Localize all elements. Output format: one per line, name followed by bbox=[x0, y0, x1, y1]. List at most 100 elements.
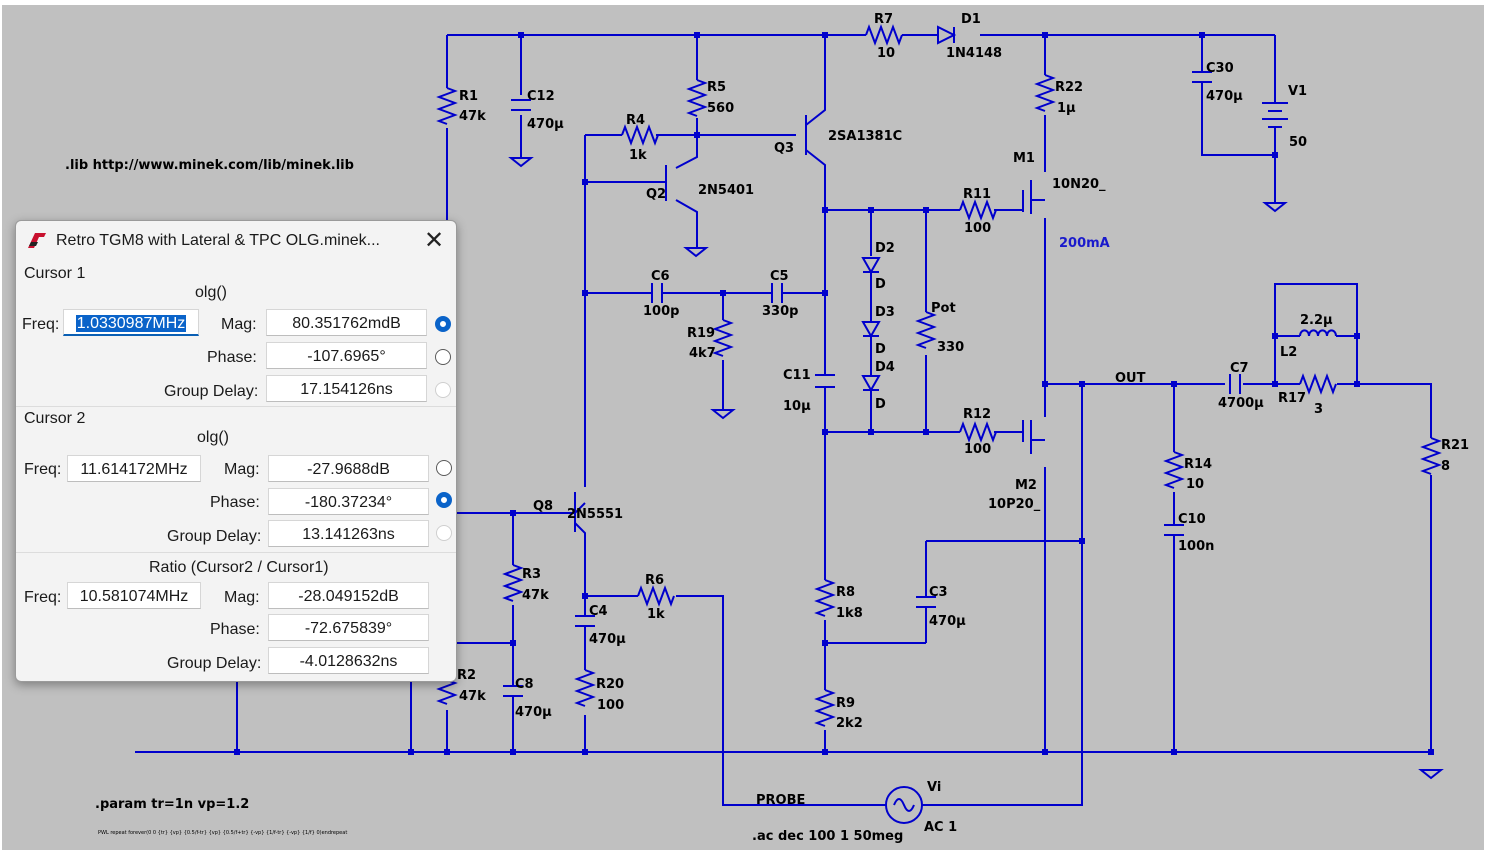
ground-symbols bbox=[508, 157, 1444, 780]
label-r6-value: 1k bbox=[647, 607, 665, 622]
label-c30-ref: C30 bbox=[1206, 61, 1234, 76]
label-d2-ref: D2 bbox=[875, 241, 895, 256]
schematic-wires bbox=[135, 34, 1432, 806]
label-c3-value: 470µ bbox=[929, 614, 966, 629]
cursor1-freq-field[interactable]: 1.0330987MHz bbox=[63, 309, 199, 336]
cursor2-mag-label: Mag: bbox=[224, 461, 260, 478]
cursor-values-dialog: Retro TGM8 with Lateral & TPC OLG.minek.… bbox=[15, 220, 457, 682]
label-r8-value: 1k8 bbox=[836, 606, 863, 621]
cursor2-freq-label: Freq: bbox=[24, 461, 62, 478]
label-r8-ref: R8 bbox=[836, 585, 855, 600]
label-q2-value: 2N5401 bbox=[698, 183, 754, 198]
cursor1-mag-radio[interactable] bbox=[435, 316, 451, 332]
cursor1-section-label: Cursor 1 bbox=[24, 265, 86, 282]
ratio-freq-field[interactable]: 10.581074MHz bbox=[67, 582, 201, 609]
label-c10-ref: C10 bbox=[1178, 512, 1206, 527]
ratio-mag-field[interactable]: -28.049152dB bbox=[268, 582, 429, 609]
label-d3-ref: D3 bbox=[875, 305, 895, 320]
label-c11-value: 10µ bbox=[783, 399, 811, 414]
label-r1-ref: R1 bbox=[459, 89, 478, 104]
cursor2-group-delay-label: Group Delay: bbox=[167, 528, 262, 545]
cursor2-phase-field[interactable]: -180.37234° bbox=[268, 488, 429, 515]
ratio-section-label: Ratio (Cursor2 / Cursor1) bbox=[149, 559, 329, 576]
label-v1-ref: V1 bbox=[1288, 84, 1307, 99]
net-label-out: OUT bbox=[1115, 371, 1146, 386]
directive-ac: .ac dec 100 1 50meg bbox=[752, 829, 903, 844]
label-c30-value: 470µ bbox=[1206, 89, 1243, 104]
cursor1-phase-field[interactable]: -107.6965° bbox=[266, 342, 427, 369]
label-d2-value: D bbox=[875, 277, 886, 292]
label-l2-value: 2.2µ bbox=[1300, 313, 1333, 328]
ratio-freq-label: Freq: bbox=[24, 589, 62, 606]
label-vi-ref: Vi bbox=[927, 780, 941, 795]
label-r22-value: 1µ bbox=[1057, 101, 1076, 116]
label-c8-ref: C8 bbox=[515, 677, 534, 692]
label-d1-ref: D1 bbox=[961, 12, 981, 27]
cursor2-group-delay-field[interactable]: 13.141263ns bbox=[268, 520, 429, 547]
cursor2-mag-field[interactable]: -27.9688dB bbox=[268, 455, 429, 482]
label-r4-ref: R4 bbox=[626, 113, 645, 128]
label-r21-ref: R21 bbox=[1441, 438, 1469, 453]
cursor2-phase-radio[interactable] bbox=[436, 492, 452, 508]
label-c4-ref: C4 bbox=[589, 604, 608, 619]
ratio-group-delay-field[interactable]: -4.0128632ns bbox=[268, 647, 429, 674]
label-r14-ref: R14 bbox=[1184, 457, 1212, 472]
label-r17-value: 3 bbox=[1314, 402, 1323, 417]
label-c5-value: 330p bbox=[762, 304, 798, 319]
cursor1-group-delay-field[interactable]: 17.154126ns bbox=[266, 375, 427, 402]
label-m1-value: 10N20_ bbox=[1052, 177, 1106, 192]
label-d4-ref: D4 bbox=[875, 360, 895, 375]
label-c12-value: 470µ bbox=[527, 117, 564, 132]
label-r21-value: 8 bbox=[1441, 459, 1450, 474]
components bbox=[436, 24, 1442, 824]
label-r7-value: 10 bbox=[877, 46, 895, 61]
label-c10-value: 100n bbox=[1178, 539, 1214, 554]
label-r11-value: 100 bbox=[964, 221, 991, 236]
label-r1-value: 47k bbox=[459, 109, 486, 124]
label-r11-ref: R11 bbox=[963, 187, 991, 202]
label-r12-value: 100 bbox=[964, 442, 991, 457]
net-label-probe: PROBE bbox=[756, 793, 805, 808]
label-pot-value: 330 bbox=[937, 340, 964, 355]
section-divider bbox=[16, 552, 456, 553]
cursor2-function: olg() bbox=[196, 429, 229, 446]
cursor2-phase-label: Phase: bbox=[210, 494, 260, 511]
label-c8-value: 470µ bbox=[515, 705, 552, 720]
label-c7-ref: C7 bbox=[1230, 361, 1249, 376]
label-q8-ref: Q8 bbox=[533, 499, 553, 514]
label-q2-ref: Q2 bbox=[646, 187, 666, 202]
label-r9-ref: R9 bbox=[836, 696, 855, 711]
label-c11-ref: C11 bbox=[783, 368, 811, 383]
dialog-titlebar[interactable]: Retro TGM8 with Lateral & TPC OLG.minek.… bbox=[16, 221, 456, 261]
label-c12-ref: C12 bbox=[527, 89, 555, 104]
cursor2-mag-radio[interactable] bbox=[436, 460, 452, 476]
cursor1-mag-field[interactable]: 80.351762mdB bbox=[266, 309, 427, 336]
cursor1-group-delay-label: Group Delay: bbox=[164, 383, 259, 400]
label-c6-ref: C6 bbox=[651, 269, 670, 284]
cursor1-freq-value: 1.0330987MHz bbox=[75, 315, 187, 332]
cursor1-function: olg() bbox=[194, 284, 227, 301]
cursor1-phase-radio[interactable] bbox=[435, 349, 451, 365]
ratio-phase-label: Phase: bbox=[210, 621, 260, 638]
cursor2-freq-field[interactable]: 11.614172MHz bbox=[67, 455, 201, 482]
ratio-mag-label: Mag: bbox=[224, 589, 260, 606]
label-r5-value: 560 bbox=[707, 101, 734, 116]
label-r19-value: 4k7 bbox=[689, 346, 716, 361]
label-r20-ref: R20 bbox=[596, 677, 624, 692]
label-r2-value: 47k bbox=[459, 689, 486, 704]
close-icon[interactable]: ✕ bbox=[423, 227, 445, 254]
label-c7-value: 4700µ bbox=[1218, 396, 1264, 411]
ltspice-logo-icon bbox=[28, 233, 46, 248]
cursor1-group-delay-radio bbox=[435, 382, 451, 398]
cursor2-group-delay-radio bbox=[436, 525, 452, 541]
label-r9-value: 2k2 bbox=[836, 716, 863, 731]
ratio-phase-field[interactable]: -72.675839° bbox=[268, 614, 429, 641]
component-labels: R1 47k C12 470µ R5 560 R4 1k R7 10 D1 1N… bbox=[457, 12, 1469, 835]
spice-directives: .lib http://www.minek.com/lib/minek.lib … bbox=[65, 158, 903, 844]
label-c6-value: 100p bbox=[643, 304, 679, 319]
label-d4-value: D bbox=[875, 397, 886, 412]
label-r14-value: 10 bbox=[1186, 477, 1204, 492]
label-d1-value: 1N4148 bbox=[946, 46, 1002, 61]
